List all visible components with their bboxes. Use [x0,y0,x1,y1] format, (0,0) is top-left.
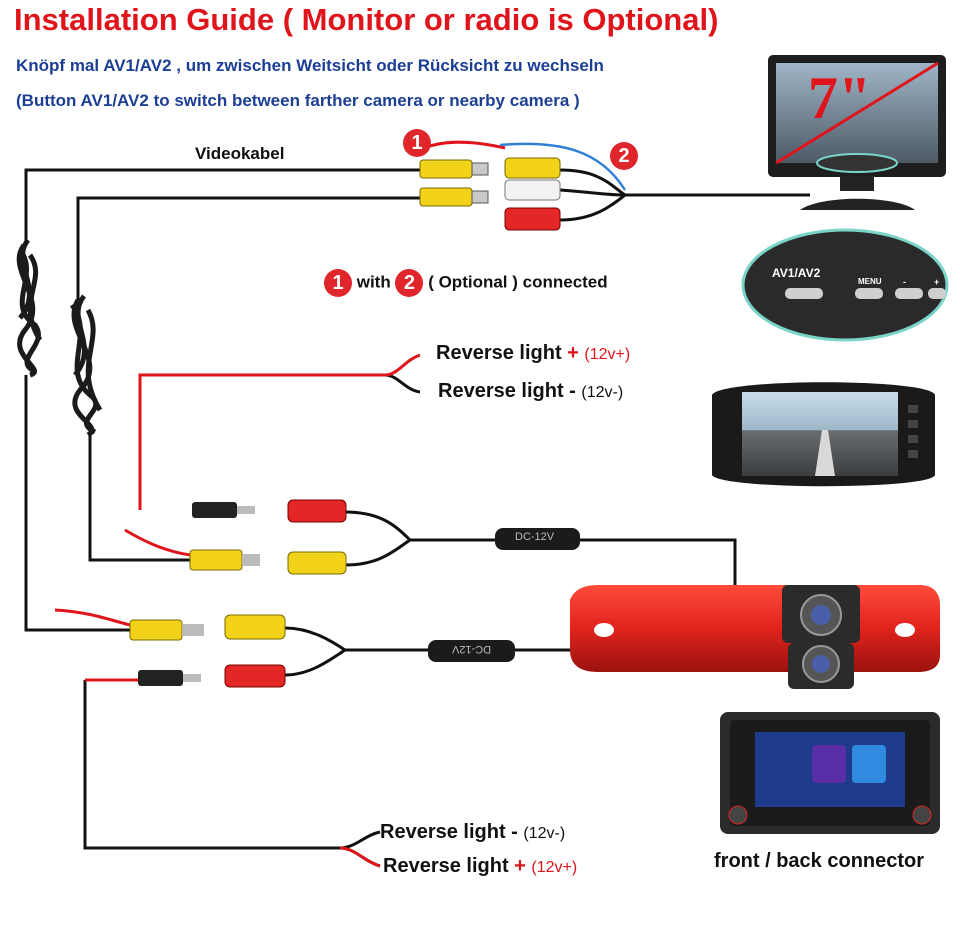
radio-caption: front / back connector [714,850,925,872]
voltage-label: (12v-) [523,825,566,842]
voltage-label: (12v+) [584,346,631,363]
note-with: with [356,272,391,292]
reverse-light-minus-top: Reverse light - (12v-) [438,380,623,403]
page-title: Installation Guide ( Monitor or radio is… [14,2,719,37]
note-badge-2: 2 [395,269,424,297]
reverse-label: Reverse light [383,855,509,877]
subtitle-german: Knöpf mal AV1/AV2 , um zwischen Weitsich… [16,56,604,75]
subtitle-english: (Button AV1/AV2 to switch between farthe… [16,91,580,110]
mirror-monitor [712,382,935,487]
note-rest: ( Optional ) connected [428,272,608,292]
voltage-label: (12v-) [581,384,624,401]
reverse-label: Reverse light [380,821,506,843]
reverse-light-plus-top: Reverse light + (12v+) [436,342,630,365]
connectors-lower [129,614,515,688]
minus-sign: - [511,821,518,843]
reverse-label: Reverse light [436,342,562,364]
coiled-cable-2 [69,294,103,438]
minus-button-label: - [903,277,906,287]
coiled-cable-1 [16,238,43,378]
plus-button-label: + [934,277,940,287]
monitor-7inch [768,55,946,210]
av-button-label: AV1/AV2 [772,266,821,280]
dc-box-lower-label: DC-12V [452,643,492,655]
videokabel-label: Videokabel [195,144,285,163]
monitor-size-label: 7" [808,65,872,131]
connectors-upper [189,499,580,575]
rca-plugs-top [419,157,561,231]
badge-2: 2 [610,142,638,170]
dc-box-upper-label: DC-12V [515,531,555,543]
optional-connection-note: 1 with 2 ( Optional ) connected [324,269,608,297]
reverse-light-minus-bottom: Reverse light - (12v-) [380,821,565,844]
camera-light-housing [570,585,940,689]
plus-sign: + [514,855,526,877]
menu-button-label: MENU [858,277,882,286]
note-badge-1: 1 [324,269,352,297]
car-radio [720,712,940,834]
plus-sign: + [567,342,579,364]
reverse-light-plus-bottom: Reverse light + (12v+) [383,855,577,878]
minus-sign: - [569,380,576,402]
voltage-label: (12v+) [531,859,578,876]
reverse-label: Reverse light [438,380,564,402]
badge-1: 1 [403,129,431,157]
av-button-zoom [741,228,949,342]
